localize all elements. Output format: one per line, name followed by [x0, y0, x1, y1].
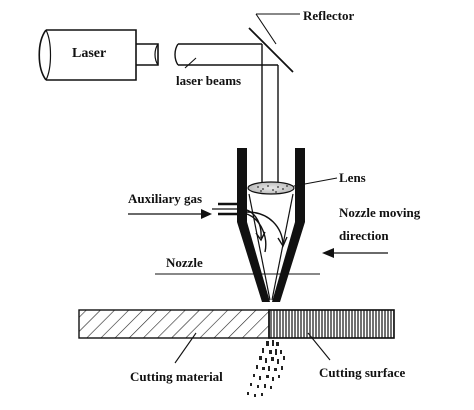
leader-lines [155, 13, 338, 364]
nozzle-label: Nozzle [166, 255, 203, 270]
gas-flow-arrows [246, 209, 288, 253]
workpiece [78, 309, 395, 339]
lens-dots [257, 185, 288, 193]
focusing-lens [247, 181, 295, 195]
nozzle-housing [237, 148, 305, 302]
laser-label: Laser [72, 46, 107, 61]
nozzle-moving-label: Nozzle moving [339, 205, 421, 220]
direction-label: direction [339, 228, 389, 243]
reflector-label: Reflector [303, 8, 355, 23]
auxiliary-gas-arrow [128, 209, 212, 219]
reflector-mirror [248, 27, 294, 73]
converging-beam [248, 193, 294, 301]
cutting-material-label: Cutting material [130, 369, 223, 384]
vertical-beam [261, 44, 279, 183]
auxiliary-gas-label: Auxiliary gas [128, 191, 203, 206]
gas-inlet [212, 202, 237, 216]
direction-arrow [322, 248, 388, 258]
cutting-surface-label: Cutting surface [319, 365, 406, 380]
laser-beams-label: laser beams [176, 73, 242, 88]
lens-label: Lens [339, 170, 366, 185]
cutting-sparks [247, 340, 285, 397]
laser-source [38, 29, 159, 81]
